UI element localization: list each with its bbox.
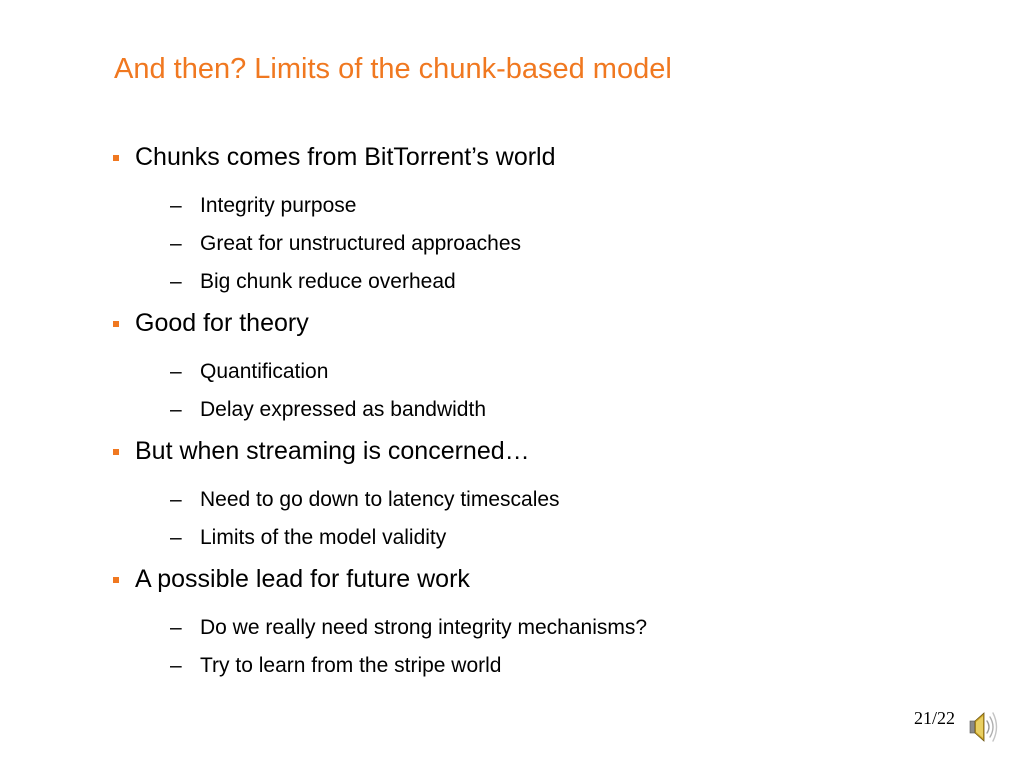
bullet-text: A possible lead for future work xyxy=(135,565,470,593)
sub-bullet-text: Limits of the model validity xyxy=(200,526,447,549)
sub-bullet-item: – Big chunk reduce overhead xyxy=(170,267,456,297)
dash-marker: – xyxy=(170,232,182,255)
bullet-text: Good for theory xyxy=(135,309,309,337)
sub-bullet-item: – Quantification xyxy=(170,357,328,387)
sub-bullet-text: Do we really need strong integrity mecha… xyxy=(200,616,648,639)
bullet-item: A possible lead for future work xyxy=(113,561,470,597)
slide-title: And then? Limits of the chunk-based mode… xyxy=(114,53,672,85)
dash-marker: – xyxy=(170,526,182,549)
bullet-item: But when streaming is concerned… xyxy=(113,433,530,469)
sub-bullet-text: Integrity purpose xyxy=(200,194,357,217)
sub-bullet-text: Great for unstructured approaches xyxy=(200,232,522,255)
dash-marker: – xyxy=(170,194,182,217)
sub-bullet-item: – Limits of the model validity xyxy=(170,523,446,553)
sub-bullet-text: Try to learn from the stripe world xyxy=(200,654,502,677)
sub-bullet-item: – Delay expressed as bandwidth xyxy=(170,395,486,425)
sub-bullet-item: – Great for unstructured approaches xyxy=(170,229,521,259)
dash-marker: – xyxy=(170,616,182,639)
bullet-marker-icon xyxy=(113,577,119,583)
bullet-item: Chunks comes from BitTorrent’s world xyxy=(113,139,556,175)
dash-marker: – xyxy=(170,360,182,383)
dash-marker: – xyxy=(170,654,182,677)
dash-marker: – xyxy=(170,488,182,511)
sub-bullet-text: Quantification xyxy=(200,360,329,383)
page-number: 21/22 xyxy=(914,708,956,728)
sub-bullet-item: – Try to learn from the stripe world xyxy=(170,651,502,681)
sub-bullet-text: Need to go down to latency timescales xyxy=(200,488,560,511)
dash-marker: – xyxy=(170,398,182,421)
bullet-marker-icon xyxy=(113,321,119,327)
bullet-text: But when streaming is concerned… xyxy=(135,437,530,465)
sub-bullet-item: – Do we really need strong integrity mec… xyxy=(170,613,647,643)
bullet-item: Good for theory xyxy=(113,305,309,341)
dash-marker: – xyxy=(170,270,182,293)
bullet-text: Chunks comes from BitTorrent’s world xyxy=(135,143,556,171)
speaker-icon[interactable] xyxy=(964,707,1000,747)
bullet-marker-icon xyxy=(113,155,119,161)
sub-bullet-item: – Integrity purpose xyxy=(170,191,356,221)
bullet-marker-icon xyxy=(113,449,119,455)
sub-bullet-text: Big chunk reduce overhead xyxy=(200,270,456,293)
sub-bullet-text: Delay expressed as bandwidth xyxy=(200,398,487,421)
sub-bullet-item: – Need to go down to latency timescales xyxy=(170,485,560,515)
